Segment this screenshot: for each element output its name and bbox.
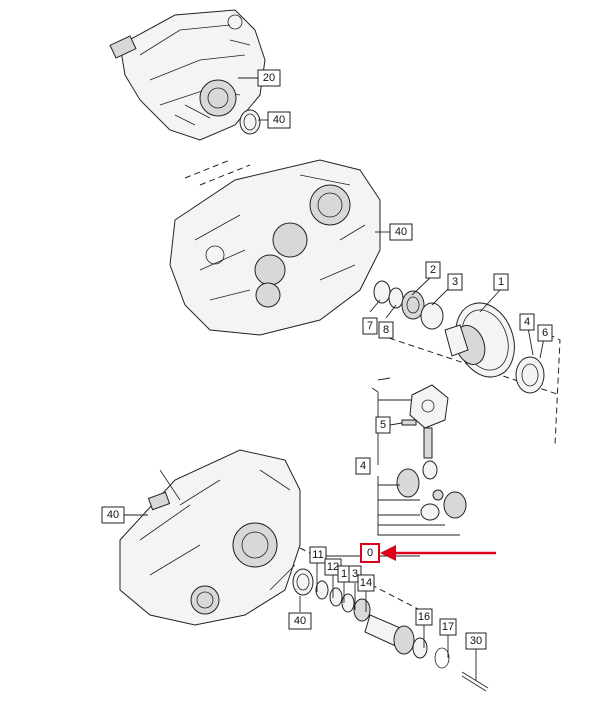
seal-ring-top bbox=[239, 109, 261, 135]
svg-text:3: 3 bbox=[352, 568, 358, 580]
svg-text:5: 5 bbox=[380, 419, 386, 431]
callout-16: 16 bbox=[415, 608, 433, 626]
svg-text:12: 12 bbox=[327, 561, 339, 573]
svg-text:11: 11 bbox=[312, 549, 323, 561]
callout-5: 5 bbox=[375, 416, 391, 434]
svg-text:40: 40 bbox=[294, 615, 306, 627]
callout-7: 7 bbox=[362, 317, 378, 335]
callout-8: 8 bbox=[378, 321, 394, 339]
transmission-assembly bbox=[109, 9, 266, 141]
svg-text:40: 40 bbox=[395, 226, 407, 238]
callout-40-left: 40 bbox=[101, 506, 125, 524]
callout-1-low: 1 bbox=[337, 565, 351, 583]
gearbox-housing-middle bbox=[169, 159, 381, 336]
svg-text:1: 1 bbox=[341, 568, 347, 580]
svg-text:4: 4 bbox=[360, 460, 366, 472]
svg-text:3: 3 bbox=[452, 276, 458, 288]
shim-rings-middle bbox=[373, 280, 444, 330]
callout-6: 6 bbox=[537, 324, 553, 342]
spider-gears bbox=[396, 460, 467, 521]
callout-20: 20 bbox=[257, 69, 281, 87]
svg-text:20: 20 bbox=[263, 72, 275, 84]
svg-text:7: 7 bbox=[367, 320, 373, 332]
callout-4-right: 4 bbox=[519, 313, 535, 331]
seal-ring-bottom bbox=[292, 568, 314, 596]
svg-text:4: 4 bbox=[524, 316, 530, 328]
callout-40-top: 40 bbox=[267, 111, 291, 129]
svg-text:8: 8 bbox=[383, 324, 389, 336]
gearbox-housing-bottom bbox=[119, 449, 301, 626]
svg-text:1: 1 bbox=[498, 276, 504, 288]
svg-text:40: 40 bbox=[107, 509, 119, 521]
callout-40-middle: 40 bbox=[389, 223, 413, 241]
svg-text:30: 30 bbox=[470, 635, 482, 647]
input-shaft-assembly bbox=[315, 580, 489, 692]
svg-text:14: 14 bbox=[360, 577, 372, 589]
differential-carrier bbox=[401, 384, 449, 459]
callout-1-top: 1 bbox=[493, 273, 509, 291]
svg-text:17: 17 bbox=[442, 621, 454, 633]
callout-14: 14 bbox=[357, 574, 375, 592]
callout-12: 12 bbox=[324, 558, 342, 576]
callout-40-bottom: 40 bbox=[288, 612, 312, 630]
callout-30: 30 bbox=[465, 632, 487, 650]
differential-ring-gear bbox=[444, 302, 515, 378]
callout-2: 2 bbox=[425, 261, 441, 279]
svg-text:2: 2 bbox=[430, 264, 436, 276]
callout-11: 11 bbox=[309, 546, 327, 564]
svg-text:0: 0 bbox=[367, 547, 373, 559]
callout-4-left: 4 bbox=[355, 457, 371, 475]
callout-0-highlighted[interactable]: 0 bbox=[360, 543, 380, 563]
svg-text:40: 40 bbox=[273, 114, 285, 126]
svg-text:6: 6 bbox=[542, 327, 548, 339]
highlight-arrow bbox=[380, 545, 496, 561]
callout-3-top: 3 bbox=[447, 273, 463, 291]
output-flange-seal bbox=[515, 356, 545, 394]
svg-text:16: 16 bbox=[418, 611, 430, 623]
callout-17: 17 bbox=[439, 618, 457, 636]
